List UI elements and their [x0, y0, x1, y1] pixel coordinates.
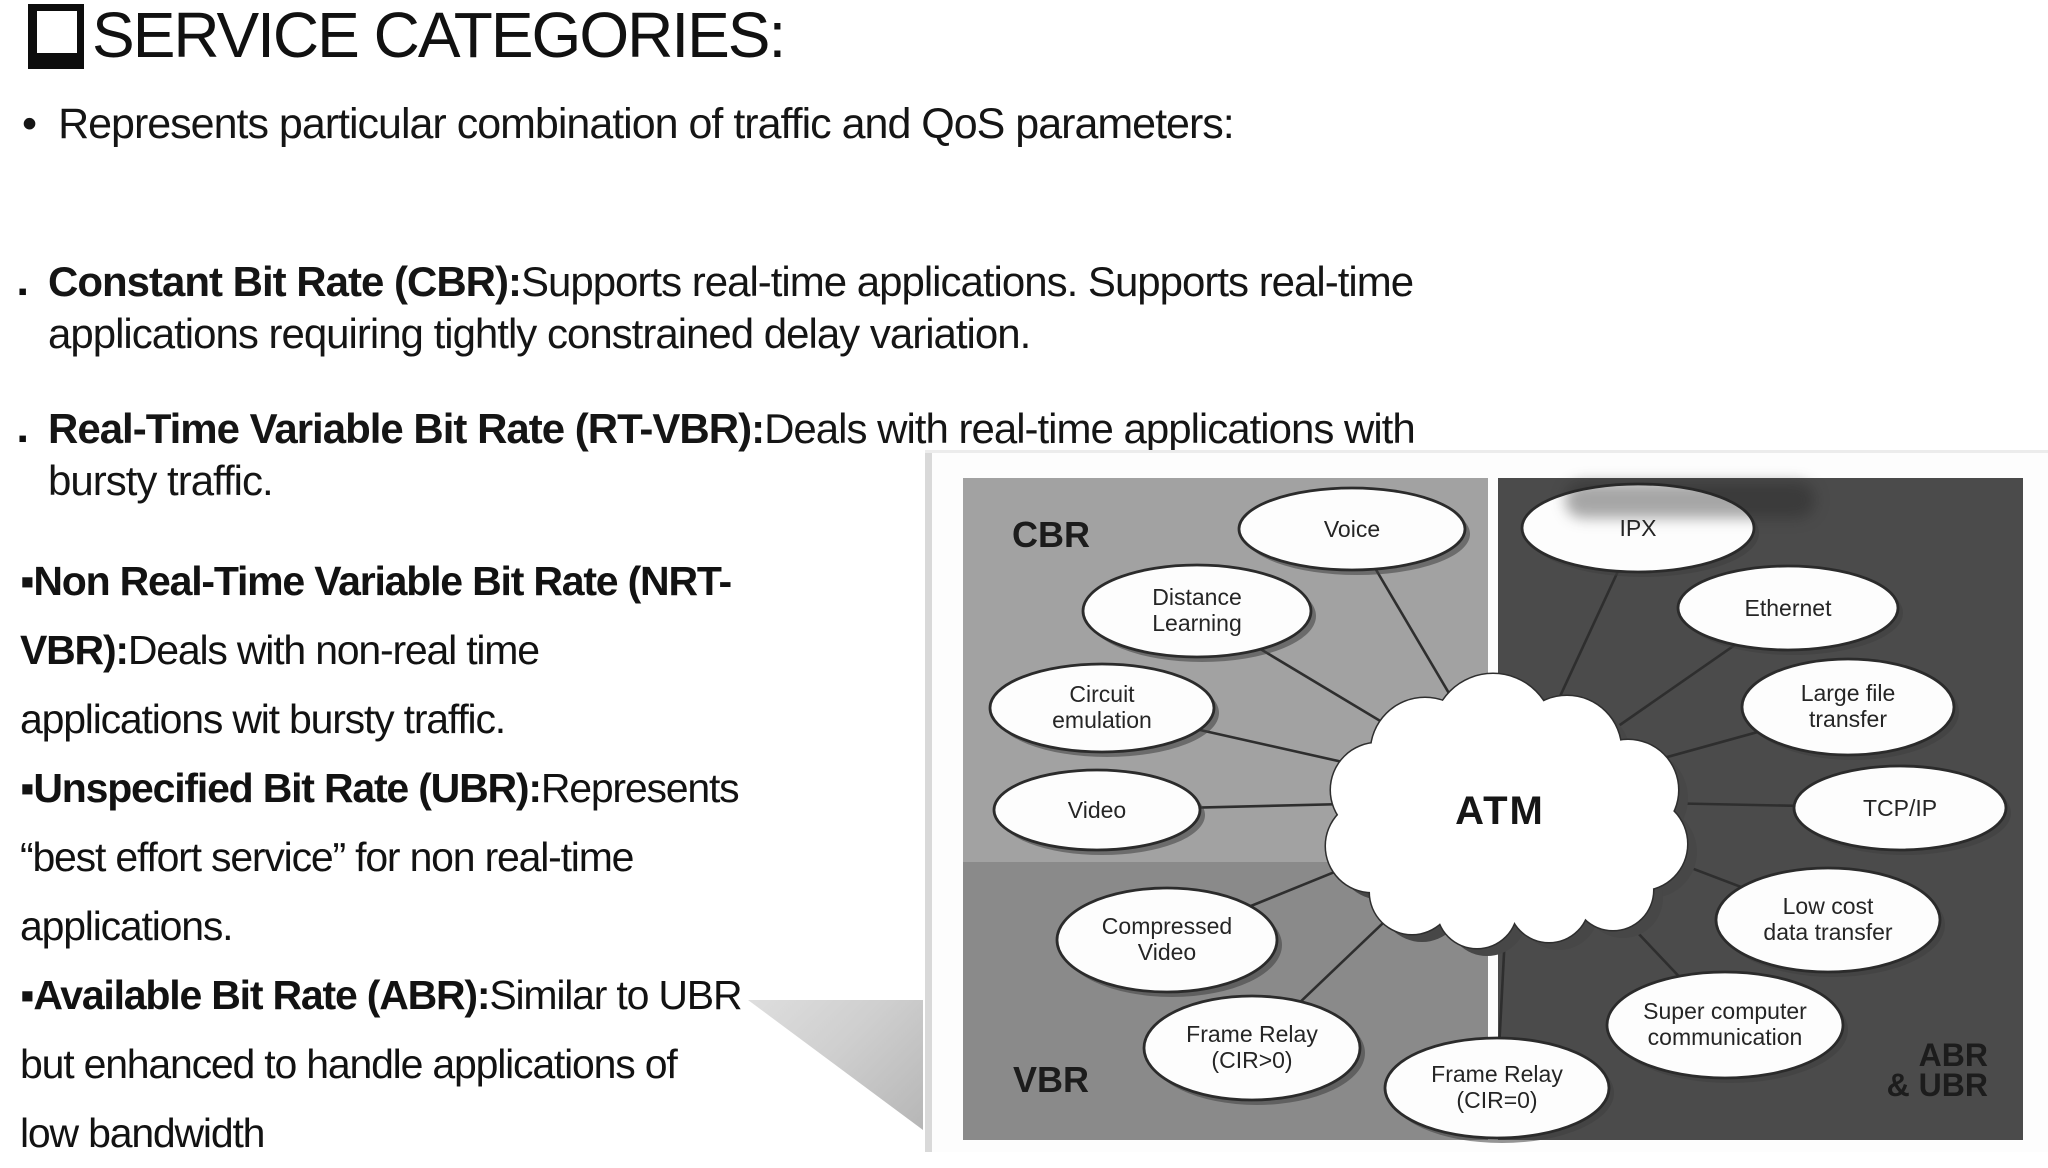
svg-text:Large file: Large file: [1801, 680, 1896, 706]
square-list-bullet-icon: ▪: [18, 423, 27, 453]
text-line: ▪Non Real-Time Variable Bit Rate (NRT-: [20, 558, 732, 604]
text-line: low bandwidth: [20, 1110, 265, 1156]
slide-title: SERVICE CATEGORIES:: [28, 0, 786, 72]
atm-cloud: ATM: [1324, 672, 1697, 956]
svg-text:Video: Video: [1068, 797, 1126, 823]
text-line: ▪Unspecified Bit Rate (UBR):Represents: [20, 765, 740, 811]
node-frame-relay-cir-gt0: [1142, 994, 1362, 1102]
node-labels: Voice IPX Distance Learning Ethernet Cir…: [1052, 515, 1937, 1113]
node-compressed-video: [1055, 886, 1279, 994]
svg-text:Ethernet: Ethernet: [1745, 595, 1833, 621]
node-voice: [1237, 486, 1467, 572]
square-list-bullet-icon: ▪: [18, 276, 27, 306]
svg-text:TCP/IP: TCP/IP: [1863, 795, 1937, 821]
svg-text:Low cost: Low cost: [1783, 893, 1874, 919]
node-low-cost-data-transfer: [1714, 866, 1942, 974]
text-line: ▪Available Bit Rate (ABR):Similar to UBR: [20, 972, 743, 1018]
slide-title-text: SERVICE CATEGORIES:: [92, 0, 786, 71]
intro-text: Represents particular combination of tra…: [58, 100, 1235, 148]
text-line: “best effort service” for non real-time: [20, 834, 634, 880]
svg-text:Learning: Learning: [1152, 610, 1242, 636]
atm-diagram-svg: CBR VBR ABR & UBR: [925, 450, 2048, 1152]
node-video: [992, 768, 1202, 852]
atm-diagram-figure: CBR VBR ABR & UBR: [925, 450, 2048, 1152]
page-curl-decoration: [748, 1000, 923, 1130]
text-line: Constant Bit Rate (CBR):Supports real-ti…: [48, 258, 1414, 305]
figure-top-edge: [925, 450, 2048, 453]
scan-artifact: [1565, 482, 1815, 518]
figure-left-edge: [925, 450, 932, 1152]
svg-text:IPX: IPX: [1619, 515, 1656, 541]
node-frame-relay-cir-eq0: [1383, 1036, 1611, 1140]
text-line: Real-Time Variable Bit Rate (RT-VBR):Dea…: [48, 405, 1416, 452]
label-ubr: & UBR: [1887, 1067, 1988, 1103]
node-circuit-emulation: [988, 662, 1216, 754]
svg-text:Circuit: Circuit: [1069, 681, 1135, 707]
svg-text:Video: Video: [1138, 939, 1196, 965]
bullet-para-cbr: ▪ Constant Bit Rate (CBR):Supports real-…: [18, 256, 1414, 360]
text-line: applications requiring tightly constrain…: [48, 310, 1031, 357]
node-large-file-transfer: [1740, 657, 1956, 757]
label-cbr: CBR: [1012, 514, 1090, 555]
text-line: applications.: [20, 903, 234, 949]
intro-bullet-line: • Represents particular combination of tr…: [22, 100, 1235, 149]
label-atm: ATM: [1455, 789, 1545, 833]
svg-text:Frame Relay: Frame Relay: [1431, 1061, 1563, 1087]
svg-text:emulation: emulation: [1052, 707, 1152, 733]
node-distance-learning: [1081, 563, 1313, 659]
text-line: bursty traffic.: [48, 457, 274, 504]
node-super-computer: [1605, 970, 1845, 1080]
node-tcpip: [1792, 764, 2008, 852]
svg-text:communication: communication: [1648, 1024, 1803, 1050]
label-abr: ABR: [1919, 1037, 1988, 1073]
text-line: VBR):Deals with non-real time: [20, 627, 540, 673]
label-vbr: VBR: [1013, 1059, 1089, 1100]
svg-text:data transfer: data transfer: [1763, 919, 1892, 945]
cloud-fill: [1326, 674, 1687, 948]
svg-text:Voice: Voice: [1324, 516, 1380, 542]
node-ethernet: [1676, 564, 1900, 652]
node-ipx: [1520, 482, 1756, 574]
square-bullet-icon: [28, 3, 84, 69]
bullet-dot-icon: •: [22, 100, 37, 148]
svg-text:(CIR>0): (CIR>0): [1211, 1047, 1292, 1073]
service-nodes: Voice IPX Distance Learning Ethernet Cir…: [988, 482, 2011, 1143]
text-line: but enhanced to handle applications of: [20, 1041, 678, 1087]
bullet-column-block: ▪Non Real-Time Variable Bit Rate (NRT- V…: [20, 547, 743, 1168]
svg-text:Frame Relay: Frame Relay: [1186, 1021, 1318, 1047]
svg-text:Compressed: Compressed: [1102, 913, 1232, 939]
svg-text:Distance: Distance: [1152, 584, 1241, 610]
svg-text:Super computer: Super computer: [1643, 998, 1807, 1024]
node-bodies: [988, 482, 2008, 1140]
text-line: applications wit bursty traffic.: [20, 696, 506, 742]
bullet-para-rtvbr: ▪ Real-Time Variable Bit Rate (RT-VBR):D…: [18, 403, 1416, 507]
svg-text:(CIR=0): (CIR=0): [1456, 1087, 1537, 1113]
svg-text:transfer: transfer: [1809, 706, 1887, 732]
